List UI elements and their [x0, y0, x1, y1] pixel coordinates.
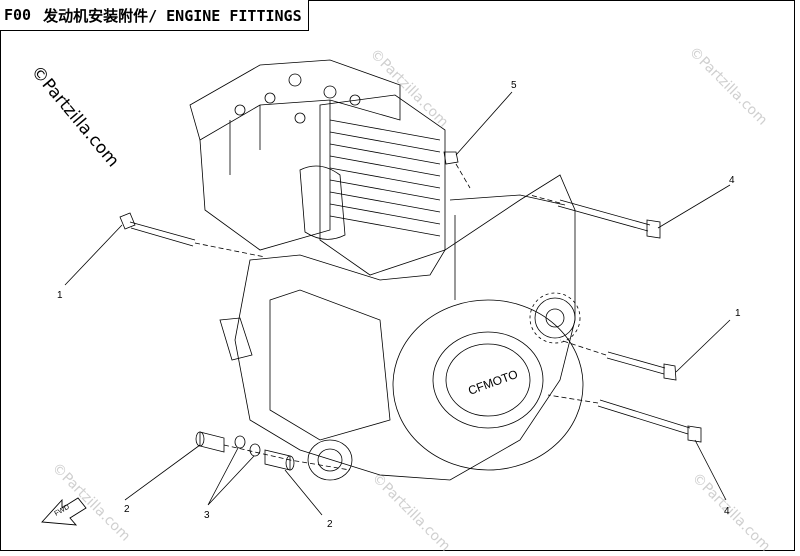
callout-4-bottom: 4 [724, 506, 730, 517]
cylinder-head [189, 59, 401, 251]
section-code: F00 [4, 6, 32, 24]
bolt-1-right [606, 351, 677, 381]
callout-2-left: 2 [124, 504, 130, 515]
page-title: 发动机安装附件/ ENGINE FITTINGS [43, 6, 302, 25]
callout-3: 3 [204, 510, 210, 521]
bolt-4-bottom [597, 399, 702, 443]
clutch-cover [392, 299, 584, 471]
bolt-4-top [557, 199, 661, 239]
callout-2-right: 2 [327, 519, 333, 530]
intake-pipe [219, 317, 253, 361]
callout-4-top: 4 [729, 175, 735, 186]
sprocket [529, 292, 581, 344]
spacer-2-right [264, 449, 295, 471]
cylinder-fins [299, 94, 446, 276]
engine-logo: CFMOTO [466, 367, 519, 398]
washers-3 [234, 435, 261, 457]
leader-lines [64, 91, 731, 516]
callout-1-right: 1 [735, 308, 741, 319]
crankcase [234, 174, 576, 481]
callout-5: 5 [511, 80, 517, 91]
oil-filter [307, 439, 353, 481]
callout-1-left: 1 [57, 290, 63, 301]
assembly-lines [194, 163, 607, 471]
spacer-2-left [195, 431, 225, 453]
nut-5 [443, 151, 459, 165]
fwd-arrow-icon: FWD [41, 497, 87, 526]
bolt-1-left [119, 212, 196, 247]
page-header: F00 发动机安装附件/ ENGINE FITTINGS [0, 0, 309, 31]
